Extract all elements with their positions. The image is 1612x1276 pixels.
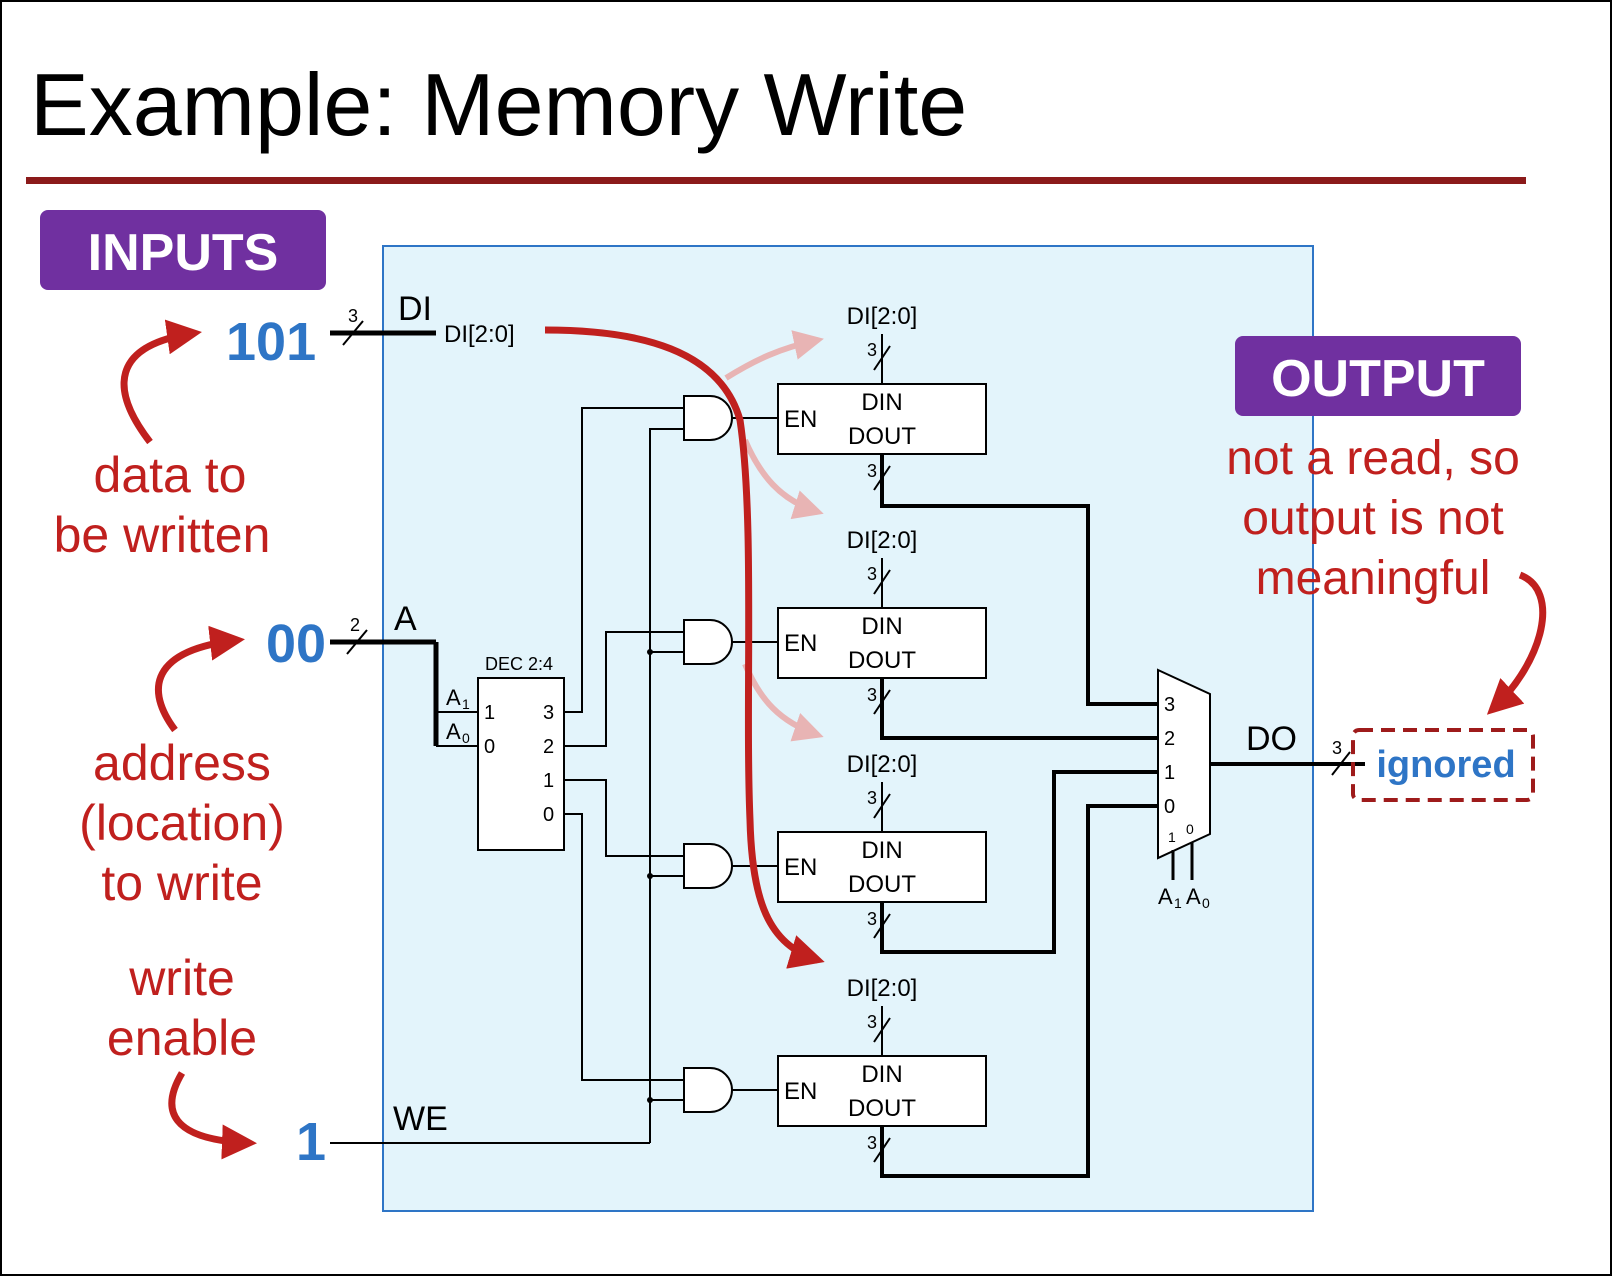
register-2-dout-width: 3 xyxy=(867,685,877,705)
output-annotation-line2: output is not xyxy=(1242,492,1504,545)
decoder-a0-sub: 0 xyxy=(462,730,470,746)
a-input-label: A xyxy=(394,600,417,638)
title-rule xyxy=(26,177,1526,184)
and-gate-2 xyxy=(683,619,733,665)
register-0-dout: DOUT xyxy=(848,1095,916,1122)
page-title: Example: Memory Write xyxy=(30,55,967,154)
register-0: EN DIN DOUT DI[2:0] 3 3 xyxy=(777,975,987,1163)
and-gate-0 xyxy=(683,1067,733,1113)
output-annotation: not a read, so output is not meaningful xyxy=(1226,432,1547,715)
do-bus-width: 3 xyxy=(1332,738,1342,758)
ignored-box xyxy=(1351,728,1535,802)
register-2-din-label: DI[2:0] xyxy=(847,527,918,554)
output-mux: 3 2 1 0 1 0 A 1 A 0 xyxy=(1157,668,1211,911)
register-2-din: DIN xyxy=(861,613,902,640)
mux-in0: 0 xyxy=(1164,796,1175,818)
register-3-dout: DOUT xyxy=(848,423,916,450)
data-annotation-line2: be written xyxy=(54,507,271,563)
output-annotation-line1: not a read, so xyxy=(1226,432,1520,485)
register-2-dout: DOUT xyxy=(848,647,916,674)
a-bus-width: 2 xyxy=(350,615,360,635)
we-annotation: write enable xyxy=(107,950,257,1160)
register-2-en: EN xyxy=(784,630,817,657)
register-1-din-label: DI[2:0] xyxy=(847,751,918,778)
we-input-label: WE xyxy=(393,1100,448,1138)
and-gate-1 xyxy=(683,843,733,889)
register-0-din: DIN xyxy=(861,1061,902,1088)
di-bus-label: DI[2:0] xyxy=(444,321,515,348)
register-1-en: EN xyxy=(784,854,817,881)
di-input-label: DI xyxy=(398,290,432,328)
register-2: EN DIN DOUT DI[2:0] 3 3 xyxy=(777,527,987,715)
register-3: EN DIN DOUT DI[2:0] 3 3 xyxy=(777,303,987,491)
mux-sel1: 1 xyxy=(1168,829,1176,845)
address-annotation-line3: to write xyxy=(101,855,262,911)
address-annotation-line1: address xyxy=(93,735,271,791)
output-badge: OUTPUT xyxy=(1235,336,1521,416)
we-value: 1 xyxy=(296,1112,326,1172)
mux-sel0: 0 xyxy=(1186,821,1194,837)
mux-a1-sub: 1 xyxy=(1174,895,1182,911)
mux-a0: A xyxy=(1186,884,1201,909)
faint-flow-arrow-2 xyxy=(742,438,824,520)
mux-in1: 1 xyxy=(1164,762,1175,784)
we-annotation-line1: write xyxy=(128,950,235,1006)
mux-in2: 2 xyxy=(1164,728,1175,750)
decoder-out1: 1 xyxy=(543,770,554,792)
register-1-din: DIN xyxy=(861,837,902,864)
output-badge-label: OUTPUT xyxy=(1271,350,1485,408)
address-annotation-line2: (location) xyxy=(79,795,285,851)
mux-a1: A xyxy=(1158,884,1173,909)
address-annotation: address (location) to write xyxy=(79,625,285,911)
register-1-dout: DOUT xyxy=(848,871,916,898)
register-0-en: EN xyxy=(784,1078,817,1105)
do-output-label: DO xyxy=(1246,720,1297,758)
and-gate-3 xyxy=(683,395,733,441)
mux-in3: 3 xyxy=(1164,694,1175,716)
output-arrow xyxy=(1486,571,1547,715)
register-1-dout-width: 3 xyxy=(867,909,877,929)
register-1: EN DIN DOUT DI[2:0] 3 3 xyxy=(777,751,987,939)
decoder-a1-sub: 1 xyxy=(462,696,470,712)
register-3-dout-width: 3 xyxy=(867,461,877,481)
register-0-dout-width: 3 xyxy=(867,1133,877,1153)
address-arrow xyxy=(154,625,245,733)
decoder-out3: 3 xyxy=(543,702,554,724)
register-3-din-width: 3 xyxy=(867,340,877,360)
faint-flow-arrow-1 xyxy=(724,330,824,381)
data-flow-arrow xyxy=(544,326,825,969)
di-bus-width: 3 xyxy=(348,306,358,326)
decoder-in1: 1 xyxy=(484,702,495,724)
data-arrow xyxy=(120,319,202,445)
register-3-en: EN xyxy=(784,406,817,433)
decoder-in0: 0 xyxy=(484,736,495,758)
decoder-title: DEC 2:4 xyxy=(485,654,553,674)
inputs-badge: INPUTS xyxy=(40,210,326,290)
decoder-out2: 2 xyxy=(543,736,554,758)
register-0-din-label: DI[2:0] xyxy=(847,975,918,1002)
data-annotation: data to be written xyxy=(54,319,271,563)
register-1-din-width: 3 xyxy=(867,788,877,808)
a-value: 00 xyxy=(266,614,326,674)
decoder-a0: A xyxy=(446,719,461,744)
register-3-din: DIN xyxy=(861,389,902,416)
decoder-out0: 0 xyxy=(543,804,554,826)
do-output-value: ignored xyxy=(1376,744,1515,786)
mux-a0-sub: 0 xyxy=(1202,895,1210,911)
di-value: 101 xyxy=(226,312,316,372)
output-annotation-line3: meaningful xyxy=(1256,552,1491,605)
decoder-a1: A xyxy=(446,685,461,710)
we-arrow xyxy=(168,1071,257,1160)
data-annotation-line1: data to xyxy=(94,447,247,503)
register-0-din-width: 3 xyxy=(867,1012,877,1032)
we-annotation-line2: enable xyxy=(107,1010,257,1066)
register-3-din-label: DI[2:0] xyxy=(847,303,918,330)
inputs-badge-label: INPUTS xyxy=(88,224,279,282)
decoder-2to4: DEC 2:4 1 0 A 1 A 0 3 2 1 0 xyxy=(446,654,565,851)
register-2-din-width: 3 xyxy=(867,564,877,584)
